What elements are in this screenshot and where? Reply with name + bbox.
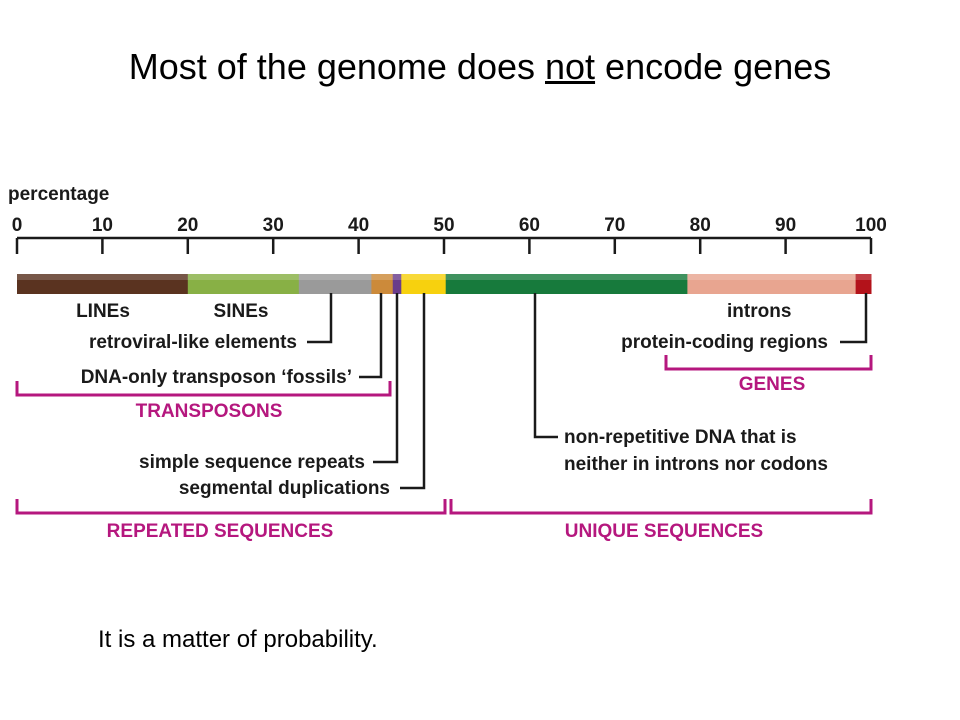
bar-segment-highlight	[445, 274, 688, 280]
nonrep-label-line1: non-repetitive DNA that is	[564, 427, 797, 448]
bar-segment-dna-only-transposon-fossils	[371, 274, 394, 294]
bar-segment-lines	[17, 274, 189, 294]
tick-label-100: 100	[855, 215, 887, 236]
tick-marks	[15, 238, 873, 254]
genes-label: GENES	[739, 374, 806, 395]
tick-labels: 0 10 20 30 40 50 60 70 80 90 100	[12, 215, 887, 236]
nonrep-callout-line	[533, 293, 558, 439]
segmental-callout-line	[400, 293, 426, 490]
bar-segment-highlight	[401, 274, 447, 280]
bar-segment-non-repetitive-dna-that-is-neither-in-introns-nor-codons	[445, 274, 688, 294]
bar-segment-sines	[187, 274, 300, 294]
dna-only-callout-line	[359, 293, 383, 379]
bar-segment-segmental-duplications	[401, 274, 447, 294]
unique-sequences-label: UNIQUE SEQUENCES	[565, 521, 763, 542]
title-emphasis: not	[545, 46, 596, 87]
simple-repeats-label: simple sequence repeats	[139, 452, 365, 473]
percentage-axis: percentage 0 10 20 30 40 50 60 70 80 90 100	[8, 184, 887, 254]
genes-bracket	[664, 355, 873, 371]
composition-bar	[17, 274, 872, 294]
bar-segment-highlight	[298, 274, 372, 280]
axis-label: percentage	[8, 184, 109, 205]
bar-segment-highlight	[687, 274, 857, 280]
title-before: Most of the genome does	[128, 46, 545, 87]
tick-label-50: 50	[433, 215, 454, 236]
repeated-sequences-bracket	[15, 499, 447, 515]
segment-labels: LINEs SINEs retroviral-like elements DNA…	[76, 301, 828, 499]
category-labels: TRANSPOSONS GENES REPEATED SEQUENCES UNI…	[107, 374, 806, 542]
tick-label-10: 10	[92, 215, 113, 236]
callout-lines	[307, 293, 868, 490]
tick-label-40: 40	[348, 215, 369, 236]
simple-repeats-callout-line	[373, 293, 399, 464]
retroviral-callout-line	[307, 293, 333, 344]
tick-label-70: 70	[604, 215, 625, 236]
bar-segment-highlight	[17, 274, 189, 280]
bar-segment-highlight	[187, 274, 300, 280]
tick-label-60: 60	[519, 215, 540, 236]
tick-label-0: 0	[12, 215, 23, 236]
tick-label-80: 80	[690, 215, 711, 236]
tick-label-90: 90	[775, 215, 796, 236]
bar-segment-highlight	[392, 274, 402, 280]
dna-only-label: DNA-only transposon ‘fossils’	[81, 367, 352, 388]
nonrep-label-line2: neither in introns nor codons	[564, 454, 828, 475]
tick-label-20: 20	[177, 215, 198, 236]
segmental-label: segmental duplications	[179, 478, 390, 499]
lines-label: LINEs	[76, 301, 130, 322]
genome-composition-figure: percentage 0 10 20 30 40 50 60 70 80 90 100 LINEs …	[8, 184, 887, 542]
protein-coding-label: protein-coding regions	[621, 332, 828, 353]
sines-label: SINEs	[214, 301, 269, 322]
footer-text: It is a matter of probability.	[98, 626, 378, 653]
retroviral-label: retroviral-like elements	[89, 332, 297, 353]
repeated-sequences-label: REPEATED SEQUENCES	[107, 521, 334, 542]
bar-segment-highlight	[371, 274, 394, 280]
tick-label-30: 30	[263, 215, 284, 236]
bar-segment-highlight	[855, 274, 872, 280]
bar-segment-simple-sequence-repeats	[392, 274, 402, 294]
protein-coding-callout-line	[840, 293, 868, 344]
bar-segment-protein-coding-regions	[855, 274, 872, 294]
transposons-bracket	[15, 381, 392, 397]
brackets	[15, 355, 873, 515]
transposons-label: TRANSPOSONS	[136, 401, 283, 422]
introns-label: introns	[727, 301, 791, 322]
slide-title: Most of the genome does not encode genes	[0, 46, 960, 88]
bar-segment-retroviral-like-elements	[298, 274, 372, 294]
title-after: encode genes	[595, 46, 832, 87]
bar-segment-introns	[687, 274, 857, 294]
unique-sequences-bracket	[449, 499, 873, 515]
